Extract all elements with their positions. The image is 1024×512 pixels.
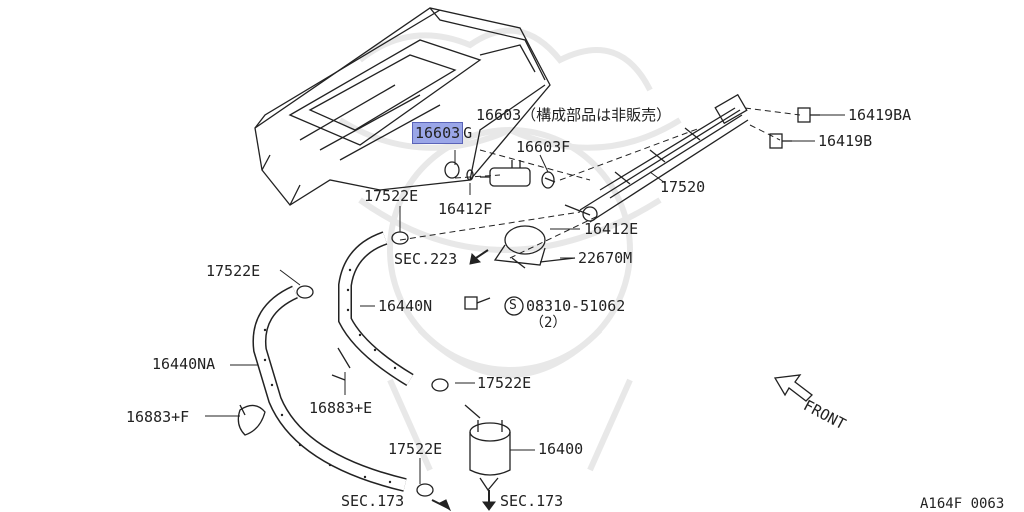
label-sec173-left: SEC.173 (341, 492, 405, 510)
label-17522e-mid: 17522E (477, 374, 532, 392)
label-17522e-bottom: 17522E (388, 440, 443, 458)
dashed-leaders (399, 107, 801, 259)
label-16400: 16400 (538, 440, 584, 458)
hoses (252, 231, 414, 492)
label-16412e: 16412E (584, 220, 639, 238)
label-16603: 16603（構成部品は非販売） (476, 106, 672, 124)
label-16412f: 16412F (438, 200, 493, 218)
label-16440n: 16440N (378, 297, 433, 315)
callout-lines (205, 150, 666, 484)
label-16440na: 16440NA (152, 355, 216, 373)
fuel-filter-16400 (464, 404, 511, 492)
fuel-rail-17520 (564, 93, 749, 223)
label-08310-qty: （2） (530, 315, 567, 331)
arrows (431, 249, 496, 511)
label-16603g-suffix: G (463, 124, 473, 142)
highlighted-part-16603[interactable]: 16603 (412, 122, 464, 144)
label-16419b: 16419B (818, 132, 873, 150)
label-16419ba: 16419BA (848, 106, 912, 124)
label-16883e: 16883+E (309, 399, 373, 417)
label-16883f: 16883+F (126, 408, 190, 426)
watermark-emblem (338, 27, 682, 472)
front-arrow-icon (773, 374, 813, 402)
pressure-regulator (493, 225, 576, 269)
label-s-symbol: S (509, 298, 517, 313)
label-17522e-top: 17522E (364, 187, 419, 205)
engine-outline (254, 7, 551, 206)
label-17522e-left: 17522E (206, 262, 261, 280)
figure-id: A164F 0063 (920, 496, 1005, 512)
label-16603f: 16603F (516, 138, 571, 156)
label-22670m: 22670M (578, 249, 633, 267)
hose-dots (263, 268, 397, 484)
label-08310: 08310-51062 (526, 297, 626, 315)
label-sec173-right: SEC.173 (500, 492, 564, 510)
bolt-08310 (464, 296, 524, 316)
bolts-16419 (769, 107, 845, 149)
label-sec223: SEC.223 (394, 250, 458, 268)
clamps (237, 231, 449, 497)
injector-group (444, 160, 556, 189)
label-17520: 17520 (660, 178, 706, 196)
